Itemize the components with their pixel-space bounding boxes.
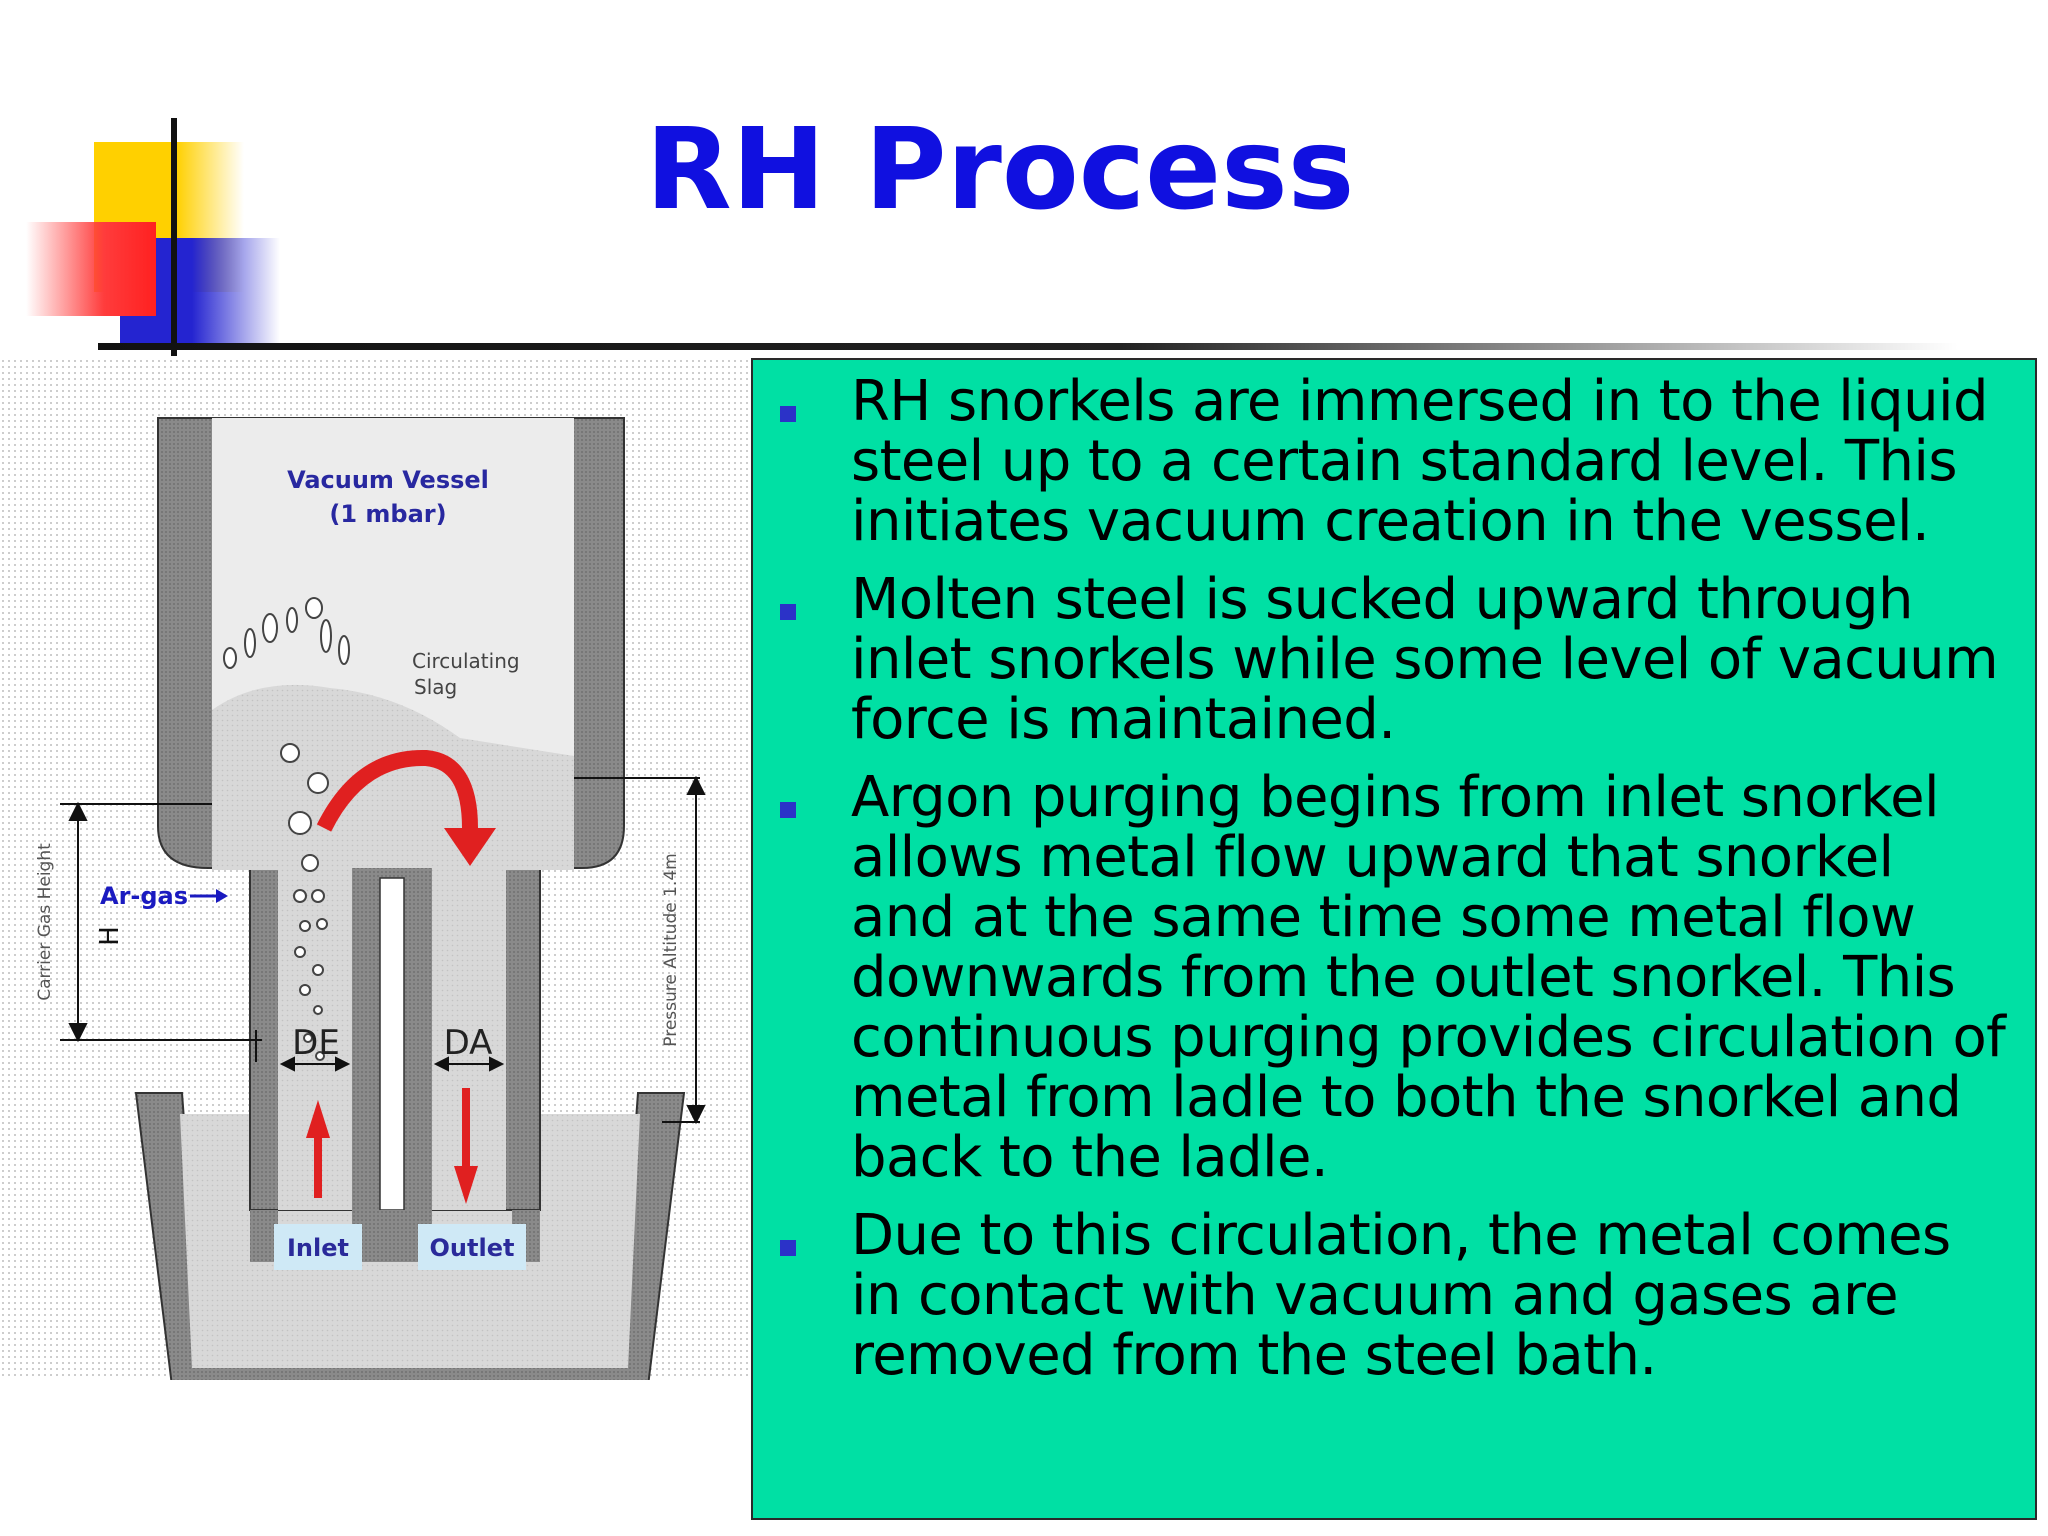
snorkel-divider-slot xyxy=(379,877,405,1211)
vessel-bottom-steel xyxy=(212,810,574,870)
ar-gas-arrowhead xyxy=(216,889,228,903)
pressure-altitude-label: Pressure Altitude 1.4m xyxy=(661,853,681,1046)
da-label: DA xyxy=(444,1023,493,1063)
inlet-snorkel-shell xyxy=(250,1210,278,1262)
square-bullet-icon xyxy=(780,802,796,818)
inlet-label: Inlet xyxy=(287,1234,349,1262)
rh-process-diagram: Vacuum Vessel (1 mbar) Circulating Slag … xyxy=(0,358,752,1380)
bullet-text: Molten steel is sucked upward through in… xyxy=(851,567,1999,752)
slag-label-line1: Circulating xyxy=(412,649,520,673)
decor-red-square xyxy=(26,222,156,316)
bullet-text: Argon purging begins from inlet snorkel … xyxy=(851,765,2006,1190)
de-label: DE xyxy=(292,1023,340,1063)
outlet-label: Outlet xyxy=(430,1234,515,1262)
square-bullet-icon xyxy=(780,1240,796,1256)
decor-horizontal-rule xyxy=(98,343,1958,350)
decor-vertical-rule xyxy=(171,118,177,356)
bullet-list: RH snorkels are immersed in to the liqui… xyxy=(753,372,2033,1404)
bullet-text: RH snorkels are immersed in to the liqui… xyxy=(851,369,1989,554)
outlet-label-box xyxy=(418,1224,526,1270)
circulation-arrowhead xyxy=(444,828,496,866)
bullet-item: RH snorkels are immersed in to the liqui… xyxy=(753,372,2033,552)
page-title: RH Process xyxy=(645,105,1355,235)
bullet-item: Due to this circulation, the metal comes… xyxy=(753,1206,2033,1386)
vessel-label-line2: (1 mbar) xyxy=(329,500,446,528)
ar-gas-label: Ar-gas xyxy=(100,882,188,910)
splash-bubbles xyxy=(223,597,350,1061)
square-bullet-icon xyxy=(780,406,796,422)
carrier-gas-height-label: Carrier Gas Height xyxy=(35,843,55,1001)
bullet-text: Due to this circulation, the metal comes… xyxy=(851,1203,1951,1388)
bullet-item: Argon purging begins from inlet snorkel … xyxy=(753,768,2033,1188)
bullet-item: Molten steel is sucked upward through in… xyxy=(753,570,2033,750)
circulation-arrow xyxy=(316,749,478,832)
dimension-lines xyxy=(60,775,706,1125)
text-panel: RH snorkels are immersed in to the liqui… xyxy=(751,358,2037,1520)
slag-label-line2: Slag xyxy=(414,675,457,699)
inlet-arrowhead xyxy=(306,1100,330,1138)
h-label: H xyxy=(95,926,125,946)
inlet-label-box xyxy=(274,1224,362,1270)
vessel-label-line1: Vacuum Vessel xyxy=(287,466,489,494)
outlet-arrowhead xyxy=(454,1166,478,1204)
vessel-steel xyxy=(212,684,574,810)
square-bullet-icon xyxy=(780,604,796,620)
